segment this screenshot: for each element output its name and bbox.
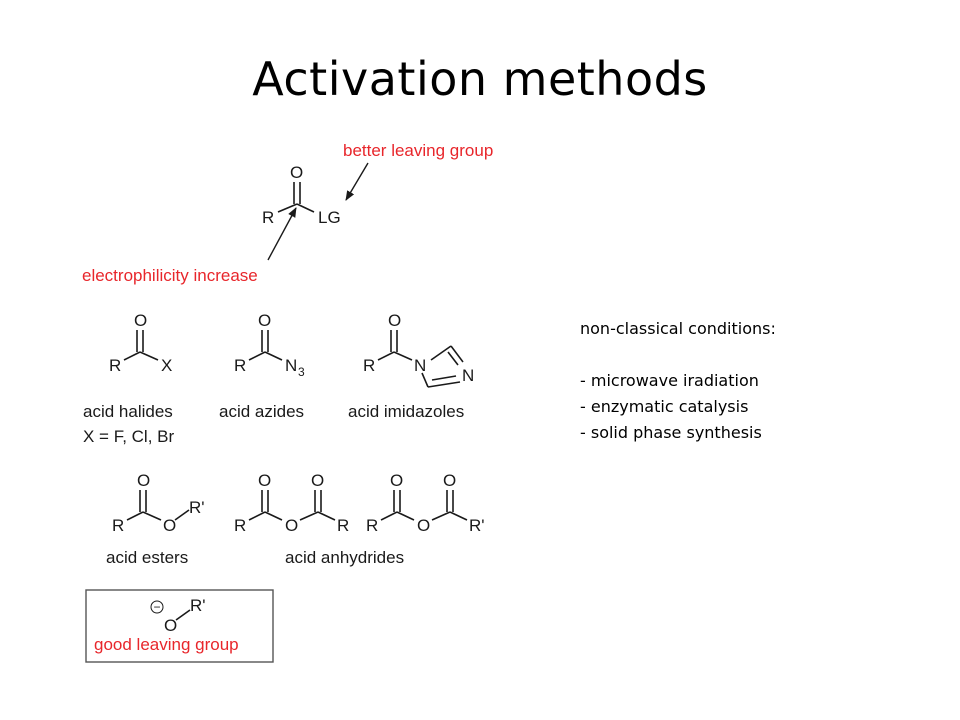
anh1-oc-right <box>299 511 319 521</box>
ester-rc-bond <box>126 511 144 521</box>
non-classical-conditions: non-classical conditions: - microwave ir… <box>580 316 776 446</box>
anh2-r-left: R <box>366 516 378 535</box>
negative-charge-sign: − <box>153 600 160 614</box>
activated-carbonyl-structure: better leaving group O R LG electrophili… <box>82 141 493 285</box>
anh2-bridge-o: O <box>417 516 430 535</box>
acid-anhydride-structure-2: O R O O R' <box>366 471 485 535</box>
anh2-oxygen-1: O <box>390 471 403 490</box>
arrow-electrophilicity <box>267 207 297 261</box>
ring-bond-4 <box>421 372 429 388</box>
imidazole-rc-bond <box>377 351 395 361</box>
box-or-bond <box>175 609 191 621</box>
box-oxygen: O <box>164 616 177 635</box>
anh1-oxygen-2: O <box>311 471 324 490</box>
label-acid-anhydrides: acid anhydrides <box>285 548 404 567</box>
halide-rc-bond <box>123 351 141 361</box>
ester-oxygen: O <box>137 471 150 490</box>
halide-r: R <box>109 356 121 375</box>
anh1-co-left <box>264 511 283 521</box>
anh1-oxygen-1: O <box>258 471 271 490</box>
acid-anhydride-structure-1: O R O O R <box>234 471 349 535</box>
azide-rc-bond <box>248 351 266 361</box>
leaving-group-box: − O R' good leaving group <box>85 589 274 663</box>
label-halogen-list: X = F, Cl, Br <box>83 427 174 446</box>
anh2-oxygen-2: O <box>443 471 456 490</box>
ring-bond-2 <box>450 345 464 363</box>
anh1-r-right: R <box>337 516 349 535</box>
label-electrophilicity-increase: electrophilicity increase <box>82 266 258 285</box>
notes-item-solid-phase: - solid phase synthesis <box>580 423 762 442</box>
imidazole-r: R <box>363 356 375 375</box>
notes-item-microwave: - microwave iradiation <box>580 371 759 390</box>
acid-halide-structure: O R X acid halides X = F, Cl, Br <box>83 311 174 446</box>
slide-title: Activation methods <box>252 52 708 106</box>
imidazole-n1: N <box>414 356 426 375</box>
halide-oxygen: O <box>134 311 147 330</box>
notes-heading: non-classical conditions: <box>580 319 776 338</box>
label-acid-imidazoles: acid imidazoles <box>348 402 464 421</box>
ring-bond-3b <box>431 375 457 381</box>
ester-r: R <box>112 516 124 535</box>
anh2-rc <box>380 511 398 521</box>
halide-x: X <box>161 356 172 375</box>
anh1-rc <box>248 511 266 521</box>
ester-rprime: R' <box>189 498 205 517</box>
imidazole-cn-bond <box>393 351 413 361</box>
anh2-oc-right <box>431 511 451 521</box>
negative-charge-circle <box>150 600 164 614</box>
top-clg-bond <box>296 203 315 213</box>
ester-o: O <box>163 516 176 535</box>
ring-bond-2b <box>447 351 459 366</box>
box-rprime: R' <box>190 596 206 615</box>
arrow-leaving-group <box>345 162 369 201</box>
ester-co-single <box>142 511 162 521</box>
label-acid-halides: acid halides <box>83 402 173 421</box>
label-acid-esters: acid esters <box>106 548 188 567</box>
box-frame <box>85 589 274 663</box>
label-better-leaving-group: better leaving group <box>343 141 493 160</box>
imidazole-oxygen: O <box>388 311 401 330</box>
top-rc-bond <box>277 203 298 213</box>
label-acid-azides: acid azides <box>219 402 304 421</box>
anh1-cr <box>317 511 336 521</box>
top-oxygen: O <box>290 163 303 182</box>
anh1-bridge-o: O <box>285 516 298 535</box>
ring-bond-3 <box>427 381 461 388</box>
label-good-leaving-group: good leaving group <box>94 635 239 654</box>
anh2-cr <box>449 511 468 521</box>
azide-n: N <box>285 356 297 375</box>
halide-cx-bond <box>139 351 159 361</box>
ester-or-bond <box>174 509 190 521</box>
anh1-r-left: R <box>234 516 246 535</box>
azide-cn-bond <box>264 351 283 361</box>
azide-r: R <box>234 356 246 375</box>
acid-ester-structure: O R O R' acid esters <box>106 471 205 567</box>
top-leaving-group: LG <box>318 208 341 227</box>
anh2-co-left <box>396 511 415 521</box>
anh2-rprime: R' <box>469 516 485 535</box>
acid-azide-structure: O R N 3 acid azides <box>219 311 305 421</box>
ring-bond-1 <box>430 345 452 361</box>
imidazole-n2: N <box>462 366 474 385</box>
notes-spacer <box>580 342 776 368</box>
notes-item-enzymatic: - enzymatic catalysis <box>580 397 749 416</box>
top-r-group: R <box>262 208 274 227</box>
azide-oxygen: O <box>258 311 271 330</box>
acid-imidazole-structure: O R N N acid imidazoles <box>348 311 474 421</box>
azide-subscript: 3 <box>298 365 305 379</box>
